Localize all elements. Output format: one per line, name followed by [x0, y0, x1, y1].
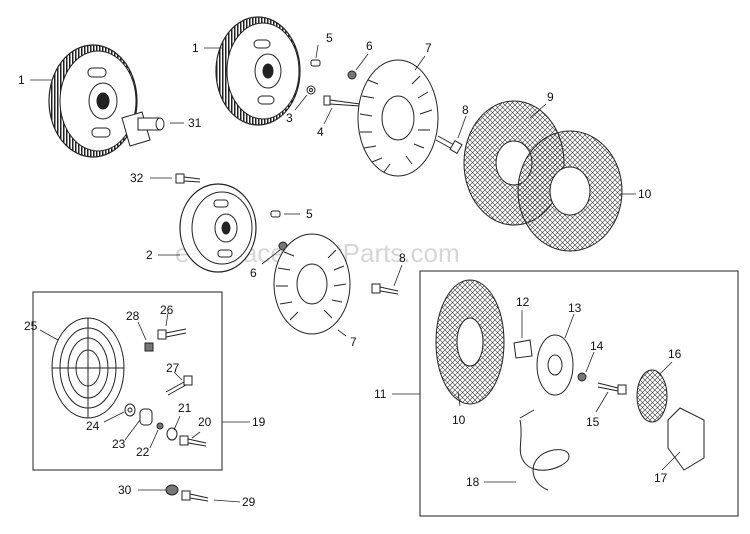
screw-8-top: [435, 135, 463, 155]
callout-labels: 1 1 2 3 4 5 5 6 6 7 7 8 8 9 10 10 11 12 …: [18, 31, 682, 509]
callout-26: 26: [160, 303, 174, 317]
callout-10-top: 10: [638, 187, 652, 201]
callout-27: 27: [166, 361, 180, 375]
callout-3: 3: [286, 111, 293, 125]
grill-25: [51, 317, 125, 419]
callout-2: 2: [146, 248, 153, 262]
callout-31: 31: [188, 116, 202, 130]
screw-15: [597, 382, 627, 395]
nut-28: [144, 342, 154, 352]
screen-10-top: [517, 130, 623, 252]
callout-30: 30: [118, 483, 132, 497]
grill-kit-box: [32, 291, 223, 471]
washer-14: [577, 372, 587, 382]
leader-lines: [30, 44, 681, 503]
callout-18: 18: [466, 475, 480, 489]
callout-22: 22: [136, 445, 150, 459]
callout-7-lower: 7: [350, 335, 357, 349]
callout-5-top: 5: [326, 31, 333, 45]
callout-25: 25: [24, 319, 38, 333]
washer-24: [124, 403, 136, 417]
callout-17: 17: [654, 471, 668, 485]
callout-1-left: 1: [18, 73, 25, 87]
wire-clip-18: [519, 409, 570, 491]
fan-top: [357, 59, 439, 177]
screw-8-lower: [371, 283, 399, 295]
callout-10-lower: 10: [452, 413, 466, 427]
adapter: [121, 111, 165, 147]
washer-30: [165, 484, 179, 496]
screen-16: [636, 369, 668, 423]
callout-8-lower: 8: [399, 251, 406, 265]
callout-16: 16: [668, 347, 682, 361]
callout-11: 11: [374, 387, 387, 401]
callout-5-mid: 5: [306, 207, 313, 221]
washer-top: [306, 85, 316, 95]
washer-21: [166, 427, 178, 441]
callout-32: 32: [130, 171, 144, 185]
screen-kit-box: [419, 270, 739, 517]
callout-29: 29: [242, 495, 256, 509]
callout-1-top: 1: [192, 41, 199, 55]
callout-23: 23: [112, 437, 126, 451]
callout-4: 4: [317, 125, 324, 139]
screw-29: [181, 490, 209, 502]
screen-10-lower: [435, 279, 505, 405]
flywheel-top: [215, 16, 301, 126]
washer-22: [156, 422, 164, 430]
callout-8-top: 8: [462, 103, 469, 117]
callout-15: 15: [586, 415, 600, 429]
callout-12: 12: [516, 295, 530, 309]
cover-17: [667, 407, 705, 471]
callout-9: 9: [547, 90, 554, 104]
callout-7-top: 7: [425, 41, 432, 55]
callout-24: 24: [86, 419, 100, 433]
screw-4: [323, 95, 361, 107]
hub-13: [536, 334, 574, 396]
callout-14: 14: [590, 339, 604, 353]
spacer-23: [139, 408, 153, 426]
callout-21: 21: [178, 401, 192, 415]
screw-20: [179, 435, 207, 447]
flywheel-left: [48, 44, 138, 158]
screw-27: [165, 375, 193, 396]
screw-26: [157, 328, 187, 340]
callout-19: 19: [252, 415, 266, 429]
callout-13: 13: [568, 301, 582, 315]
spacer-top: [310, 59, 321, 67]
callout-6-mid: 6: [250, 266, 257, 280]
fan-lower: [273, 233, 351, 335]
callout-6-top: 6: [366, 39, 373, 53]
nut-top: [347, 70, 357, 80]
spacer-mid: [270, 210, 281, 218]
plate-12: [513, 339, 533, 359]
screw-32: [175, 173, 201, 184]
callout-28: 28: [126, 309, 140, 323]
callout-20: 20: [198, 415, 212, 429]
flywheel-lower: [179, 183, 257, 273]
